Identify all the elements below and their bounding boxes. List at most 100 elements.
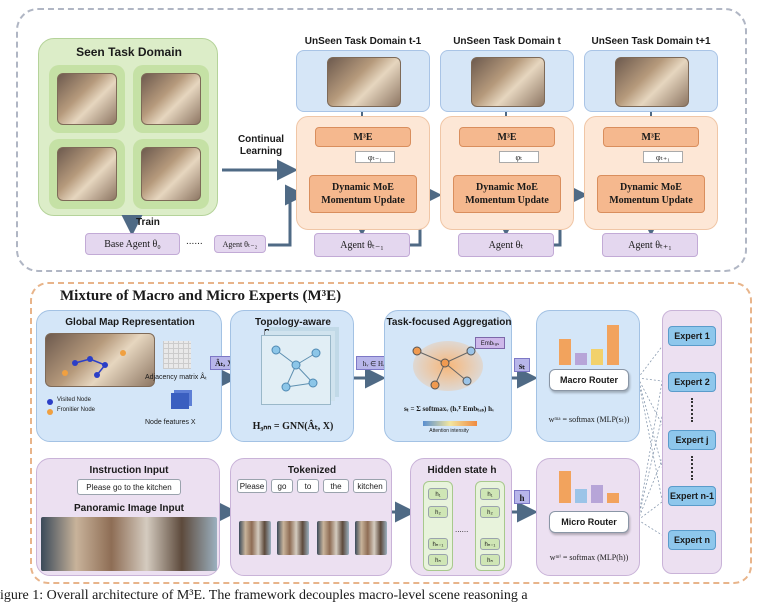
expert-box[interactable]: Expert n — [668, 530, 716, 550]
expert-dots — [691, 398, 693, 422]
topology-title: Topology-aware Propagation — [255, 317, 331, 339]
agent-box: Agent θₜ — [458, 233, 554, 257]
moe-box: Dynamic MoE Momentum Update — [309, 175, 417, 213]
token: to — [297, 479, 319, 493]
aggregation-title: Task-focused Aggregation — [386, 317, 512, 328]
domain-scene-panel — [440, 50, 574, 112]
macro-formula: wᵐᵃ = softmax (MLP(sₜ)) — [548, 415, 630, 424]
phi-label: φₜ — [499, 151, 539, 163]
hidden-cell: h₂ — [480, 506, 500, 518]
agent-box: Agent θₜ₊₁ — [602, 233, 698, 257]
scene-tile — [133, 65, 209, 133]
m3e-section — [30, 282, 752, 584]
scene-tile — [49, 139, 125, 209]
global-map-image — [45, 333, 155, 387]
visited-node-label: Visited Node — [57, 397, 91, 403]
expert-dots — [691, 456, 693, 480]
token: Please — [237, 479, 267, 493]
moe-box: Dynamic MoE Momentum Update — [453, 175, 561, 213]
domain-scene-panel — [584, 50, 718, 112]
visited-node-dot — [47, 399, 53, 405]
tokenized-title: Tokenized — [287, 465, 337, 476]
m3e-section-title: Mixture of Macro and Micro Experts (M³E) — [60, 288, 342, 304]
agent-t2-box: Agent θₜ₋₂ — [214, 235, 266, 253]
node-features-label: Node features X — [145, 419, 196, 426]
image-patch — [277, 521, 309, 555]
panoramic-image — [41, 517, 217, 571]
seen-task-domain-title: Seen Task Domain — [76, 45, 182, 59]
frontier-node-label: Fronitier Node — [57, 407, 96, 413]
dots: ...... — [186, 236, 203, 247]
adjacency-grid — [163, 341, 191, 369]
micro-router: Micro Router — [549, 511, 629, 533]
agent-box: Agent θₜ₋₁ — [314, 233, 410, 257]
hidden-column-left: h₁ h₂ hₙ₋₁ hₙ — [423, 481, 453, 571]
train-label: Train — [136, 217, 160, 228]
instruction-title: Instruction Input — [89, 465, 169, 476]
node-features-cube — [171, 393, 189, 409]
hidden-cell: h₂ — [428, 506, 448, 518]
global-map-card: Global Map Representation Adjacency matr… — [36, 310, 222, 442]
micro-weights-bars — [559, 471, 619, 503]
hidden-cell: hₙ₋₁ — [428, 538, 448, 550]
hidden-cell: hₙ₋₁ — [480, 538, 500, 550]
phi-label: φₜ₊₁ — [643, 151, 683, 163]
image-patch — [355, 521, 387, 555]
hidden-cell: h₁ — [428, 488, 448, 500]
image-patch — [317, 521, 349, 555]
scene-tile — [49, 65, 125, 133]
expert-box[interactable]: Expert n-1 — [668, 486, 716, 506]
base-agent-box: Base Agent θ₀ — [85, 233, 180, 255]
s-label: sₜ — [514, 358, 530, 372]
moe-box: Dynamic MoE Momentum Update — [597, 175, 705, 213]
m3e-box: M³E — [459, 127, 555, 147]
graph-nodes — [271, 345, 321, 392]
domain-orange-panel: M³E φₜ Dynamic MoE Momentum Update — [440, 116, 574, 230]
macro-router: Macro Router — [549, 369, 629, 391]
domain-orange-panel: M³E φₜ₋₁ Dynamic MoE Momentum Update — [296, 116, 430, 230]
panoramic-title: Panoramic Image Input — [73, 503, 185, 514]
expert-box[interactable]: Expert 2 — [668, 372, 716, 392]
hidden-state-card: Hidden state h h₁ h₂ hₙ₋₁ hₙ ...... h₁ h… — [410, 458, 512, 576]
continual-learning-label: Continual Learning — [237, 134, 285, 157]
hidden-column-right: h₁ h₂ hₙ₋₁ hₙ — [475, 481, 505, 571]
tokenized-card: Tokenized Please go to the kitchen — [230, 458, 392, 576]
aggregation-card: Task-focused Aggregation Embₜₐₛ sₜ = Σ s… — [384, 310, 512, 442]
image-patch — [239, 521, 271, 555]
expert-box[interactable]: Expert j — [668, 430, 716, 450]
domain-scene-panel — [296, 50, 430, 112]
hidden-cell: hₙ — [428, 554, 448, 566]
h-label: h — [514, 490, 530, 504]
domain-t-plus-1: UnSeen Task Domain t+1 M³E φₜ₊₁ Dynamic … — [584, 36, 718, 264]
graph-stack — [261, 335, 331, 405]
map-nodes — [62, 350, 126, 378]
domain-t-minus-1: UnSeen Task Domain t-1 M³E φₜ₋₁ Dynamic … — [296, 36, 430, 264]
gnn-formula: H₉ₙₙ = GNN(Âₜ, X) — [252, 421, 334, 432]
domain-title: UnSeen Task Domain t — [453, 36, 561, 47]
instruction-text: Please go to the kitchen — [77, 479, 181, 495]
hidden-state-title: Hidden state h — [427, 465, 497, 476]
domain-orange-panel: M³E φₜ₊₁ Dynamic MoE Momentum Update — [584, 116, 718, 230]
domain-t: UnSeen Task Domain t M³E φₜ Dynamic MoE … — [440, 36, 574, 264]
expert-box[interactable]: Expert 1 — [668, 326, 716, 346]
topology-card: Topology-aware Propagation H₉ₙₙ = GNN(Âₜ… — [230, 310, 354, 442]
intensity-label: Attention intensity — [429, 428, 469, 434]
m3e-box: M³E — [603, 127, 699, 147]
macro-weights-bars — [559, 325, 619, 365]
intensity-bar — [423, 421, 477, 426]
token: kitchen — [353, 479, 387, 493]
instruction-card: Instruction Input Please go to the kitch… — [36, 458, 220, 576]
phi-label: φₜ₋₁ — [355, 151, 395, 163]
domain-title: UnSeen Task Domain t+1 — [591, 36, 711, 47]
global-map-title: Global Map Representation — [65, 317, 195, 328]
micro-router-card: Micro Router wᵐⁱ = softmax (MLP(h)) — [536, 458, 640, 576]
hidden-dots: ...... — [455, 525, 469, 534]
token: go — [271, 479, 293, 493]
adjacency-label: Adjacency matrix Âₜ — [145, 374, 207, 381]
domain-title: UnSeen Task Domain t-1 — [304, 36, 422, 47]
hidden-cell: h₁ — [480, 488, 500, 500]
emb-tag: Embₜₐₛ — [475, 337, 505, 349]
figure-caption: igure 1: Overall architecture of M³E. Th… — [0, 588, 528, 603]
micro-formula: wᵐⁱ = softmax (MLP(h)) — [549, 553, 629, 562]
frontier-node-dot — [47, 409, 53, 415]
